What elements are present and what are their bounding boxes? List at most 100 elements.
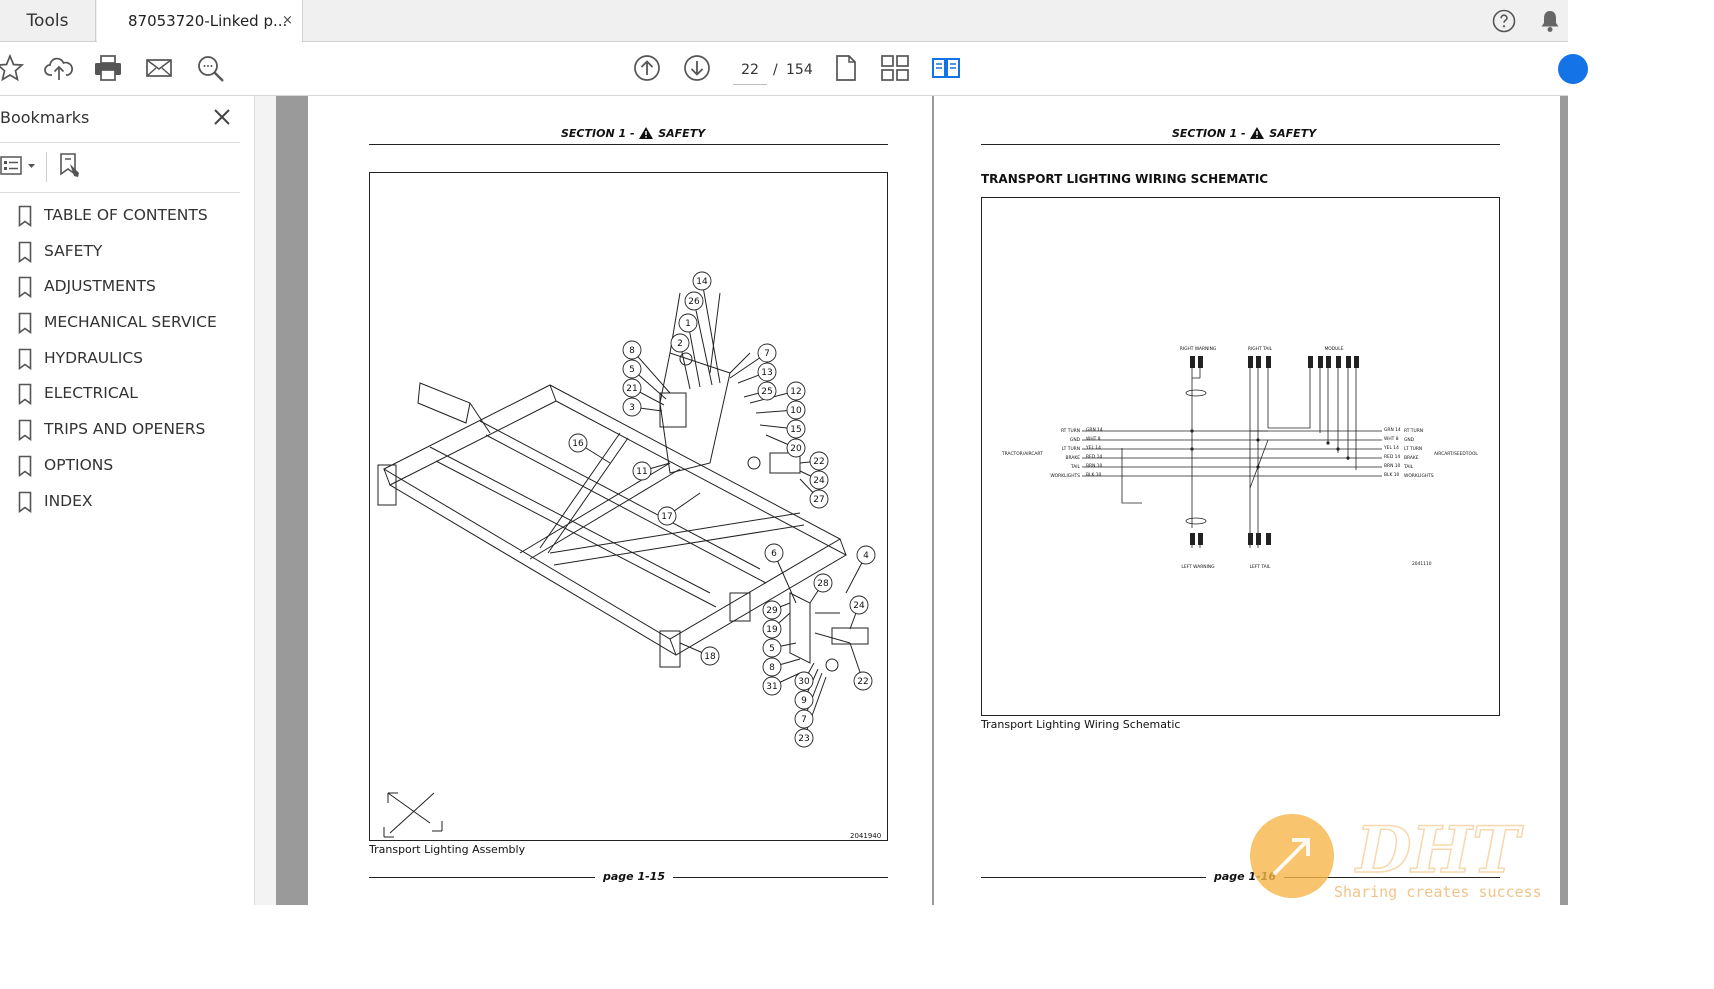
divider — [0, 142, 240, 143]
callout-3: 3 — [622, 397, 642, 417]
wire-code-left: RED 14 — [1086, 454, 1102, 460]
tab-bar: Tools 87053720-Linked p... × — [0, 0, 1568, 43]
divider — [46, 152, 47, 182]
page-number-input[interactable]: 22 — [733, 56, 767, 85]
bookmark-label: TABLE OF CONTENTS — [44, 206, 208, 224]
bookmark-item[interactable]: ADJUSTMENTS — [0, 272, 240, 308]
divider — [0, 192, 240, 193]
upload-icon[interactable] — [44, 54, 74, 82]
wire-code-left: BLK 10 — [1086, 472, 1102, 478]
wire-code-left: BRN 10 — [1086, 463, 1103, 469]
callout-18: 18 — [700, 646, 720, 666]
options-menu-icon[interactable] — [0, 154, 38, 178]
callout-8: 8 — [762, 657, 782, 677]
bookmark-item[interactable]: HYDRAULICS — [0, 344, 240, 380]
wire-label-right: TAIL — [1403, 464, 1414, 470]
bookmark-label: TRIPS AND OPENERS — [44, 420, 206, 439]
bookmark-icon — [18, 312, 32, 335]
callout-23: 23 — [794, 728, 814, 748]
page-up-icon[interactable] — [633, 54, 661, 82]
callout-5: 5 — [622, 359, 642, 379]
callout-20: 20 — [786, 438, 806, 458]
svg-text:6: 6 — [771, 549, 777, 559]
svg-text:24: 24 — [813, 476, 825, 486]
callout-10: 10 — [786, 400, 806, 420]
svg-text:10: 10 — [790, 406, 802, 416]
callout-6: 6 — [764, 543, 784, 563]
page-separator: / — [773, 62, 778, 78]
svg-text:25: 25 — [761, 387, 772, 397]
svg-text:21: 21 — [626, 384, 637, 394]
close-icon[interactable] — [213, 108, 231, 126]
callout-24: 24 — [849, 595, 869, 615]
wire-code-right: GRN 14 — [1384, 427, 1401, 433]
bell-icon[interactable] — [1539, 9, 1561, 33]
svg-text:11: 11 — [636, 467, 647, 477]
section-name: SAFETY — [1269, 127, 1317, 140]
callout-2: 2 — [670, 333, 690, 353]
bookmark-item[interactable]: TABLE OF CONTENTS — [0, 201, 240, 237]
svg-text:17: 17 — [661, 512, 672, 522]
callout-15: 15 — [786, 419, 806, 439]
svg-text:26: 26 — [688, 297, 700, 307]
schematic-code: 2041110 — [1412, 561, 1432, 567]
svg-text:7: 7 — [801, 715, 807, 725]
schematic-top-label: RIGHT TAIL — [1248, 346, 1273, 352]
bookmark-item[interactable]: OPTIONS — [0, 451, 240, 487]
page-total: 154 — [786, 62, 813, 78]
bookmark-item[interactable]: TRIPS AND OPENERS — [0, 415, 240, 451]
wire-label-right: WORKLIGHTS — [1404, 473, 1434, 479]
print-icon[interactable] — [93, 54, 123, 82]
tab-tools[interactable]: Tools — [0, 0, 96, 42]
wire-label-left: BRAKE — [1065, 455, 1080, 461]
svg-text:8: 8 — [769, 663, 775, 673]
svg-text:8: 8 — [629, 346, 635, 356]
svg-text:1: 1 — [685, 319, 691, 329]
section-prefix: SECTION 1 - — [1172, 127, 1246, 140]
bookmark-icon — [18, 384, 32, 406]
mail-icon[interactable] — [145, 54, 173, 82]
add-bookmark-icon[interactable] — [58, 152, 84, 180]
tab-document[interactable]: 87053720-Linked p... × — [97, 0, 303, 43]
bookmark-item[interactable]: SAFETY — [0, 237, 240, 273]
section-header: SECTION 1 - SAFETY — [1172, 126, 1316, 140]
wire-label-left: GND — [1070, 437, 1081, 443]
single-page-icon[interactable] — [834, 54, 858, 82]
thumbnails-icon[interactable] — [880, 54, 910, 82]
bookmark-item[interactable]: ELECTRICAL — [0, 379, 240, 415]
callout-4: 4 — [856, 545, 876, 565]
star-icon[interactable] — [0, 54, 24, 82]
callout-7: 7 — [794, 709, 814, 729]
zoom-search-icon[interactable] — [196, 54, 226, 84]
callout-13: 13 — [757, 362, 777, 382]
callout-14: 14 — [692, 271, 712, 291]
wire-label-right: RT TURN — [1404, 428, 1423, 434]
svg-text:14: 14 — [696, 277, 708, 287]
two-page-icon[interactable] — [931, 54, 961, 82]
bookmark-label: MECHANICAL SERVICE — [44, 313, 217, 332]
bookmark-label: ELECTRICAL — [44, 384, 138, 403]
bookmark-item[interactable]: MECHANICAL SERVICE — [0, 308, 240, 344]
watermark-tagline: Sharing creates success — [1334, 883, 1542, 901]
svg-text:20: 20 — [790, 444, 802, 454]
svg-text:18: 18 — [704, 652, 716, 662]
svg-text:9: 9 — [801, 696, 807, 706]
help-icon[interactable] — [1492, 9, 1516, 33]
tab-close-icon[interactable]: × — [282, 13, 293, 28]
schematic-left-label: TRACTOR/AIRCART — [1001, 451, 1043, 457]
bookmark-icon — [18, 241, 32, 263]
section-name: SAFETY — [658, 127, 706, 140]
svg-text:22: 22 — [813, 457, 824, 467]
callout-9: 9 — [794, 690, 814, 710]
wire-label-left: LT TURN — [1062, 446, 1080, 452]
svg-text:23: 23 — [798, 734, 809, 744]
bookmark-item[interactable]: INDEX — [0, 487, 240, 523]
page-down-icon[interactable] — [683, 54, 711, 82]
account-button[interactable] — [1558, 54, 1588, 84]
svg-text:5: 5 — [629, 365, 635, 375]
toolbar: 22 / 154 — [0, 42, 1588, 96]
callout-1: 1 — [678, 313, 698, 333]
